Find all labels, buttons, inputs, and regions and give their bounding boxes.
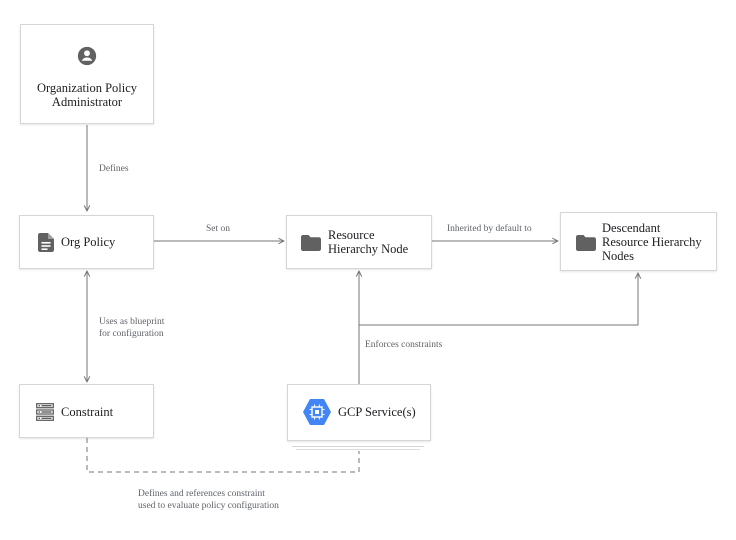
list-icon	[36, 403, 54, 421]
administrator-label: Organization Policy Administrator	[21, 81, 153, 109]
gcp-service-node: GCP Service(s)	[287, 384, 431, 441]
descendant-label-line1: Descendant	[602, 221, 661, 235]
resource-node-label: Resource Hierarchy Node	[328, 228, 408, 256]
constraint-label: Constraint	[61, 405, 114, 419]
administrator-label-line2: Administrator	[51, 95, 123, 109]
administrator-label-line1: Organization Policy	[36, 81, 138, 95]
document-icon	[38, 233, 54, 252]
descendant-label: Descendant Resource Hierarchy Nodes	[602, 221, 702, 263]
gcp-service-label: GCP Service(s)	[338, 405, 416, 419]
references-edge-label: Defines and references constraint used t…	[138, 488, 279, 512]
descendant-nodes-node: Descendant Resource Hierarchy Nodes	[560, 212, 717, 271]
blueprint-edge-label: Uses as blueprint for configuration	[99, 316, 164, 340]
defines-edge-label: Defines	[99, 164, 129, 174]
resource-hierarchy-node: Resource Hierarchy Node	[286, 215, 432, 269]
references-edge-label-line2: used to evaluate policy configuration	[138, 501, 279, 511]
org-policy-node: Org Policy	[19, 215, 154, 269]
folder-icon	[301, 235, 321, 251]
inherited-edge-label: Inherited by default to	[447, 224, 532, 234]
org-policy-label: Org Policy	[61, 235, 116, 249]
constraint-node: Constraint	[19, 384, 154, 438]
descendant-label-line2: Resource Hierarchy	[602, 235, 702, 249]
person-circle-icon	[77, 46, 97, 66]
administrator-node: Organization Policy Administrator	[20, 24, 154, 124]
resource-node-label-line2: Hierarchy Node	[328, 242, 409, 256]
resource-node-label-line1: Resource	[328, 228, 375, 242]
gcp-service-stack-shadow	[296, 449, 420, 450]
enforces-arrow-descendant	[359, 273, 638, 326]
enforces-edge-label: Enforces constraints	[365, 340, 443, 350]
blueprint-edge-label-line2: for configuration	[99, 329, 164, 339]
references-edge-label-line1: Defines and references constraint	[138, 489, 265, 499]
folder-icon	[576, 235, 596, 251]
gcp-service-stack-shadow	[292, 446, 424, 447]
references-dashed-line	[86, 438, 360, 473]
descendant-label-line3: Nodes	[602, 249, 634, 263]
gcp-chip-hexagon-icon	[303, 399, 331, 425]
set-on-edge-label: Set on	[206, 224, 231, 234]
blueprint-edge-label-line1: Uses as blueprint	[99, 317, 165, 327]
